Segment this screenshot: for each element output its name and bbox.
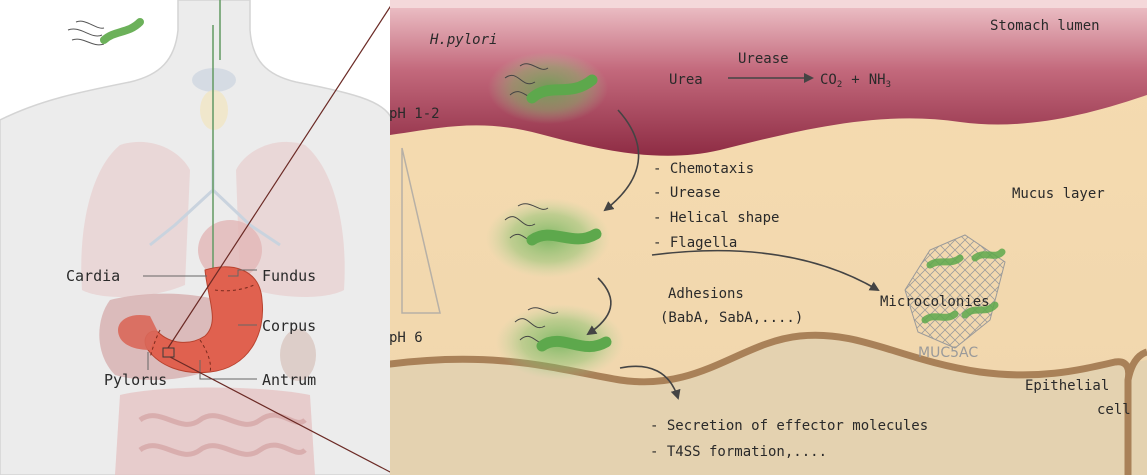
zoom-panel: H.pylori Stomach lumen Mucus layer Epith…	[389, 0, 1147, 475]
region-epithelial-line1: Epithelial	[1025, 378, 1109, 394]
label-antrum: Antrum	[262, 371, 316, 389]
adhesions-examples: (BabA, SabA,....)	[660, 310, 803, 326]
label-corpus: Corpus	[262, 317, 316, 335]
reaction-substrate: Urea	[669, 72, 703, 88]
product-co2: CO	[820, 72, 837, 88]
region-epithelial-line2: cell	[1097, 402, 1131, 418]
thyroid	[192, 68, 236, 92]
product-co2-subscript: 2	[837, 80, 842, 90]
reaction-enzyme: Urease	[738, 51, 789, 67]
organism-label: H.pylori	[429, 32, 497, 48]
product-nh3: NH	[869, 72, 886, 88]
bacterium-mucus	[486, 198, 610, 278]
label-pylorus: Pylorus	[104, 371, 167, 389]
microcolony-bacterium-4	[975, 252, 1002, 258]
anatomy-figure: Cardia Fundus Corpus Pylorus Antrum	[0, 0, 392, 475]
thymus	[200, 90, 228, 130]
effect-item: - Secretion of effector molecules	[650, 418, 928, 434]
factor-item: - Urease	[653, 185, 720, 201]
adhesions-label: Adhesions	[668, 286, 744, 302]
reaction-products: CO2 + NH3	[820, 72, 891, 90]
bacterium-lumen	[488, 52, 608, 124]
product-plus: +	[851, 72, 859, 88]
factor-item: - Flagella	[653, 235, 737, 251]
zoom-top-band	[390, 0, 1147, 8]
ph-top-label: pH 1-2	[389, 106, 440, 122]
factor-item: - Chemotaxis	[653, 161, 754, 177]
microcolony-bacterium-3	[925, 314, 955, 320]
ph-bottom-label: pH 6	[389, 330, 423, 346]
label-fundus: Fundus	[262, 267, 316, 285]
intestines	[115, 388, 315, 475]
bacterium-small-icon	[68, 21, 140, 45]
effect-item: - T4SS formation,....	[650, 444, 827, 460]
microcolonies-label: Microcolonies	[880, 294, 990, 310]
factor-item: - Helical shape	[653, 210, 779, 226]
region-stomach-lumen: Stomach lumen	[990, 18, 1100, 34]
region-mucus-layer: Mucus layer	[1012, 186, 1105, 202]
bacterium-epithelium	[496, 304, 624, 380]
label-cardia: Cardia	[66, 267, 120, 285]
mucin-label: MUC5AC	[918, 345, 978, 361]
product-nh3-subscript: 3	[886, 80, 891, 90]
